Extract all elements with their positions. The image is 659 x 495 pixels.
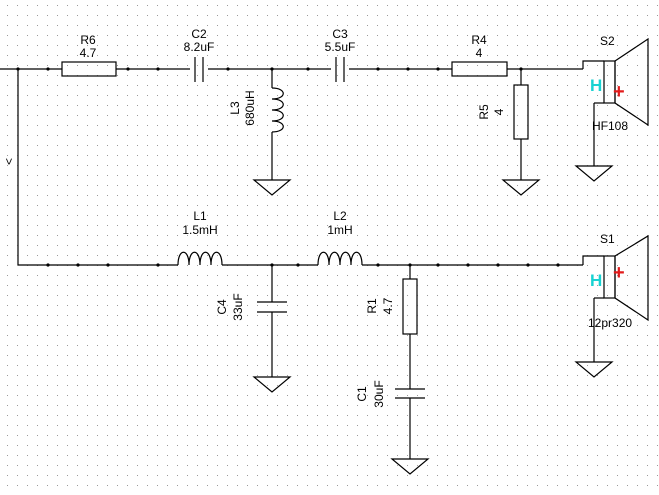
inductor-l3[interactable]	[271, 69, 284, 180]
wire-junction-dot	[296, 263, 300, 267]
l3-ref: L3	[228, 101, 242, 115]
wire-junction-dot	[408, 263, 412, 267]
l2-ref: L2	[333, 209, 347, 223]
resistor-r1[interactable]	[402, 265, 418, 389]
c2-value: 8.2uF	[184, 40, 215, 54]
input-marker: >	[2, 158, 16, 165]
wire-junction-dot	[306, 67, 310, 71]
s2-ref: S2	[600, 34, 615, 48]
wire-junction-dot	[226, 67, 230, 71]
wire-junction-dot	[496, 263, 500, 267]
capacitor-c3[interactable]	[335, 57, 345, 82]
s2-terminal-h: H	[590, 76, 602, 95]
r4-value: 4	[476, 46, 483, 60]
l1-ref: L1	[193, 209, 207, 223]
c1-value: 30uF	[372, 380, 386, 407]
r1-value: 4.7	[381, 297, 395, 314]
l2-value: 1mH	[327, 223, 352, 237]
speaker-s2[interactable]	[582, 37, 649, 166]
c4-value: 33uF	[231, 293, 245, 320]
wire-junction-dot	[156, 67, 160, 71]
l1-value: 1.5mH	[182, 223, 217, 237]
ground-c4	[252, 376, 292, 393]
resistor-r4[interactable]	[451, 61, 508, 77]
wire-junction-dot	[436, 263, 440, 267]
wire-junction-dot	[376, 67, 380, 71]
inductor-l2[interactable]	[317, 251, 363, 266]
r5-value: 4	[492, 108, 506, 115]
resistor-r5[interactable]	[513, 69, 529, 180]
wire-junction-dot	[406, 67, 410, 71]
ground-r5	[501, 179, 541, 196]
capacitor-c4[interactable]	[257, 265, 287, 377]
wire-junction-dot	[376, 263, 380, 267]
s1-terminal-plus: +	[613, 262, 625, 284]
l3-value: 680uH	[243, 90, 257, 125]
wire-junction-dot	[436, 67, 440, 71]
s1-ref: S1	[600, 232, 615, 246]
capacitor-c1[interactable]	[395, 388, 425, 459]
c2-ref: C2	[191, 27, 207, 41]
r1-ref: R1	[365, 298, 379, 314]
wire-junction-dot	[16, 67, 20, 71]
wire-junction-dot	[46, 263, 50, 267]
capacitor-c2[interactable]	[194, 57, 204, 82]
c1-ref: C1	[355, 386, 369, 402]
ground-s2	[574, 165, 614, 182]
dot-grid	[7, 5, 658, 486]
wire-junction-dot	[519, 67, 523, 71]
inductor-l1[interactable]	[177, 251, 223, 266]
wire-junction-dot	[106, 263, 110, 267]
wire-junction-dot	[556, 263, 560, 267]
s1-terminal-h: H	[590, 271, 602, 290]
ground-l3	[252, 179, 292, 196]
wire-junction-dot	[46, 67, 50, 71]
wire-junction-dot	[270, 67, 274, 71]
wire-junction-dot	[156, 263, 160, 267]
wire-junction-dot	[270, 263, 274, 267]
r4-ref: R4	[471, 33, 487, 47]
speaker-s1[interactable]	[582, 234, 649, 362]
r6-ref: R6	[80, 33, 96, 47]
s2-terminal-plus: +	[613, 81, 625, 103]
s2-value: HF108	[592, 119, 628, 133]
wire-junction-dot	[526, 263, 530, 267]
wire-junction-dot	[126, 67, 130, 71]
resistor-r6[interactable]	[61, 61, 117, 77]
c3-value: 5.5uF	[325, 40, 356, 54]
c3-ref: C3	[332, 27, 348, 41]
ground-s1	[574, 361, 614, 378]
s1-value: 12pr320	[588, 316, 632, 330]
ground-c1	[390, 458, 430, 475]
wire-junction-dot	[466, 263, 470, 267]
c4-ref: C4	[215, 299, 229, 315]
r6-value: 4.7	[80, 46, 97, 60]
wire-junction-dot	[76, 263, 80, 267]
r5-ref: R5	[477, 104, 491, 120]
